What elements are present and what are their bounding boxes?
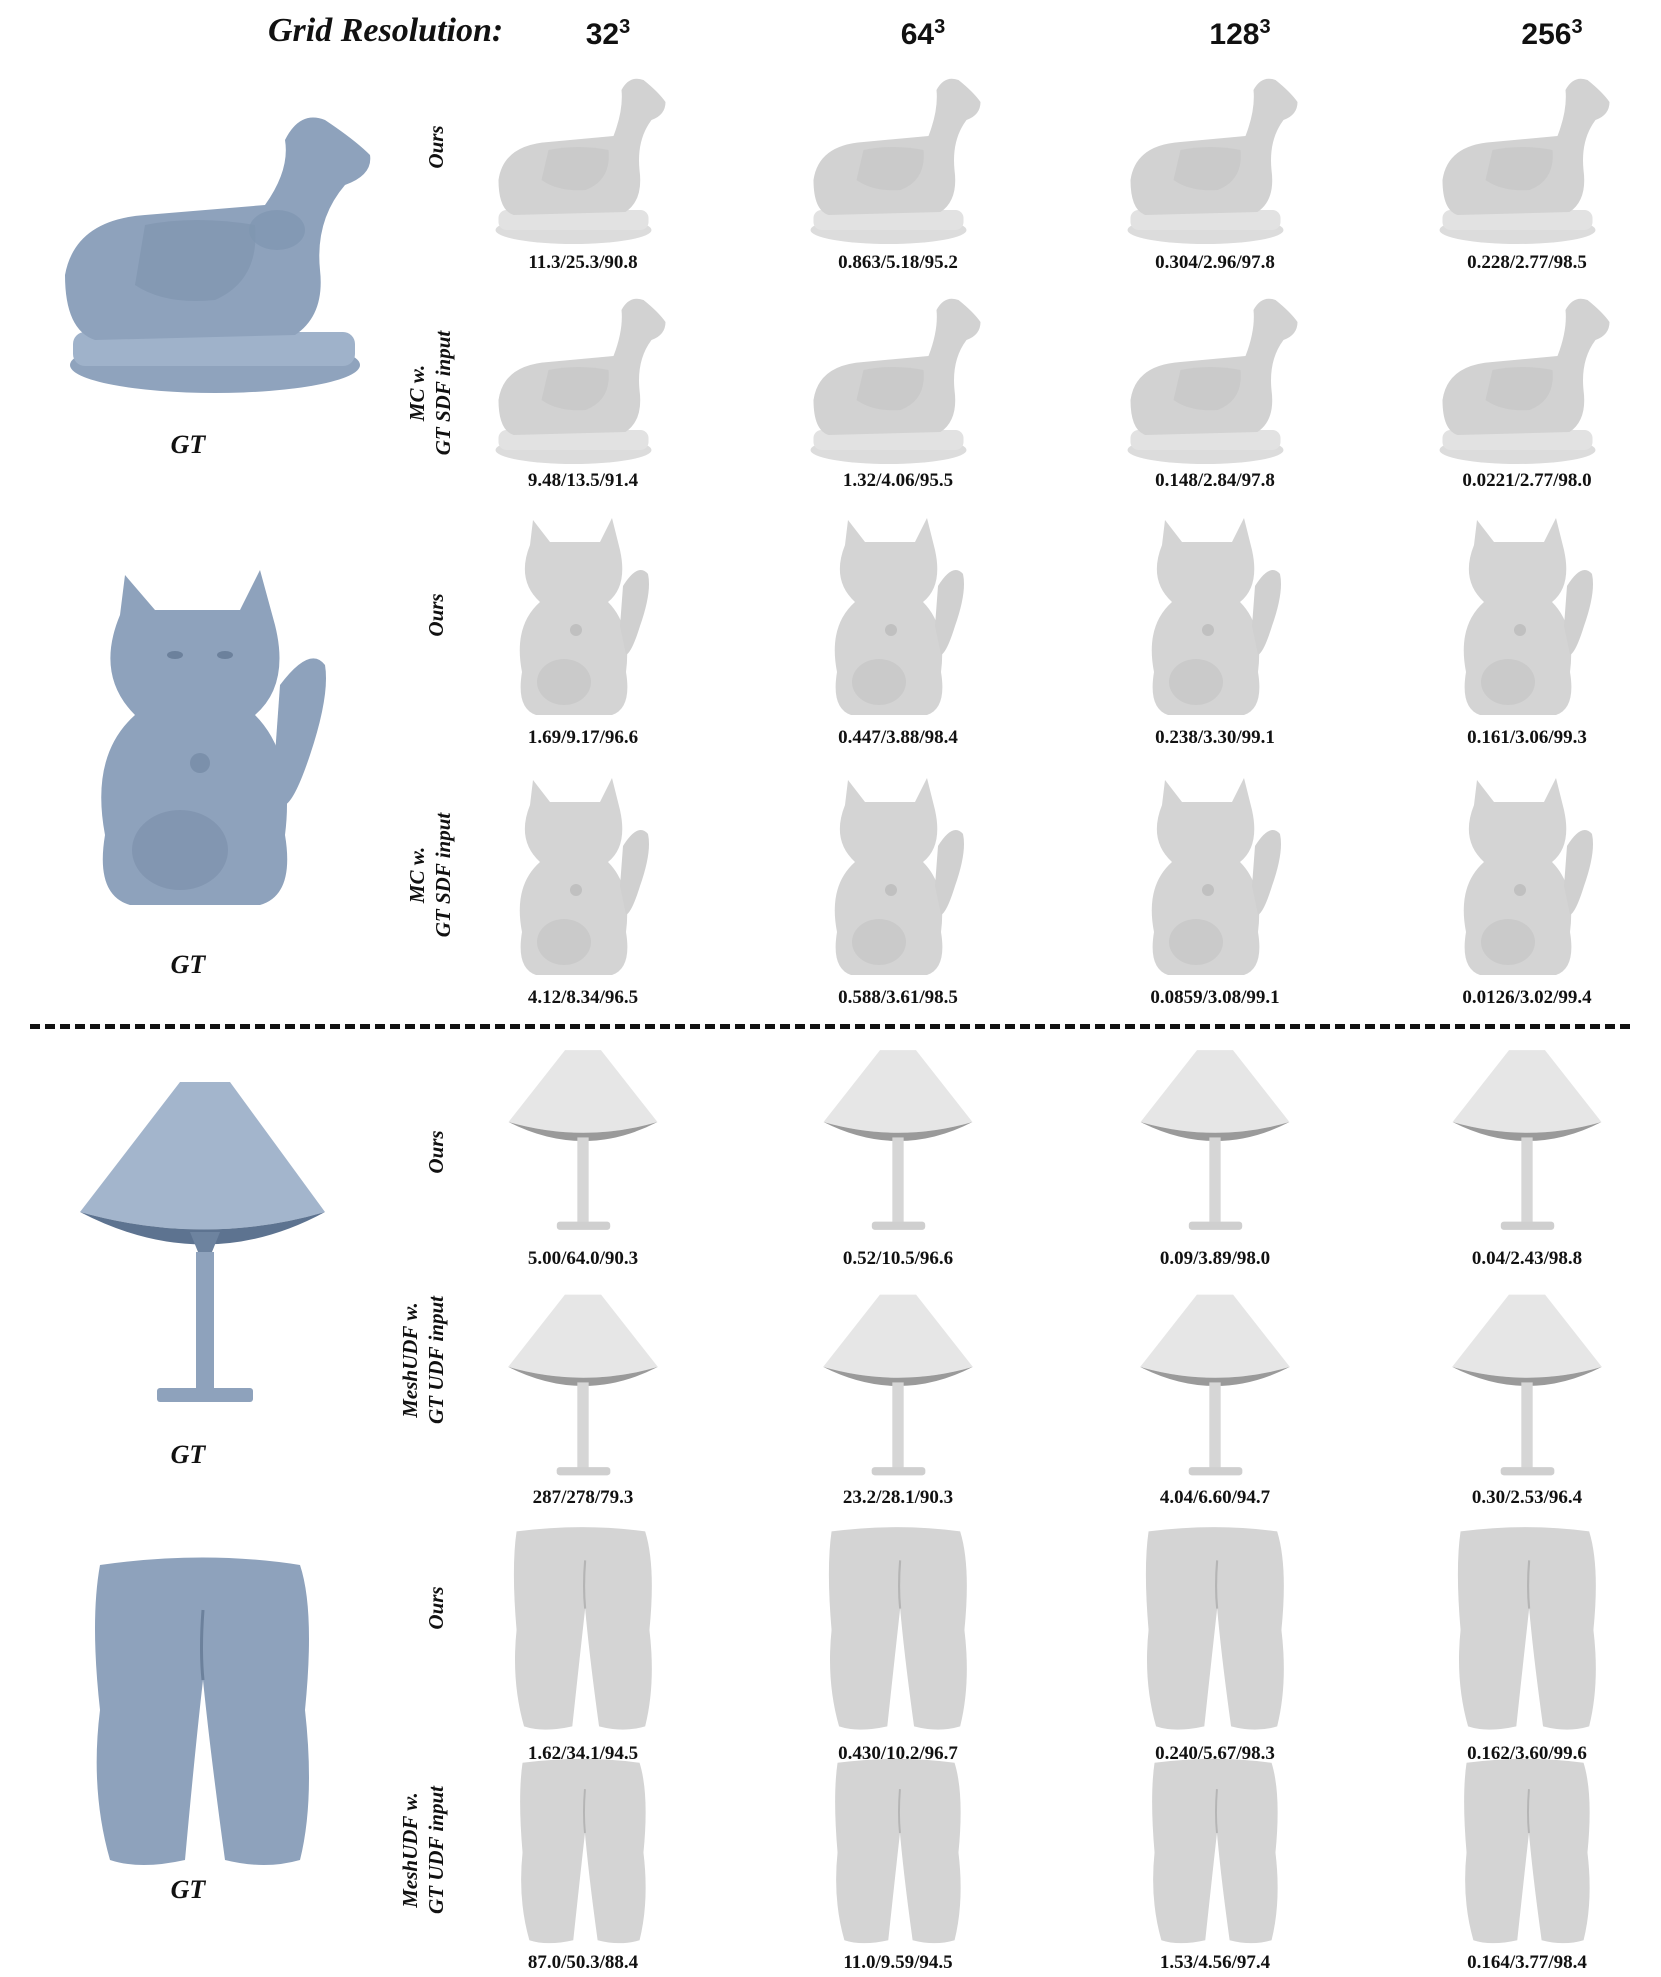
recon-bull-row1-col4 <box>1439 78 1609 244</box>
metric-row1-col3: 0.304/2.96/97.8 <box>1155 252 1275 273</box>
metric-row3-col1: 1.69/9.17/96.6 <box>527 727 639 748</box>
method-label-meshudf-pants: MeshUDF w.GT UDF input <box>398 1786 448 1914</box>
metric-row6-col1: 287/278/79.3 <box>532 1487 634 1508</box>
resolution-64: 643 <box>900 16 946 51</box>
metric-row2-col4: 0.0221/2.77/98.0 <box>1462 470 1592 491</box>
method-label-meshudf-lamp: MeshUDF w.GT UDF input <box>398 1296 448 1424</box>
metric-row1-col4: 0.228/2.77/98.5 <box>1467 252 1587 273</box>
gt-label-bull: GT <box>170 430 206 459</box>
metric-row5-col2: 0.52/10.5/96.6 <box>842 1248 954 1269</box>
method-label-ours-pants: Ours <box>424 1586 448 1630</box>
metric-row8-col1: 87.0/50.3/88.4 <box>527 1952 639 1973</box>
recon-lamp-row6-col2 <box>823 1294 973 1476</box>
metric-row6-col2: 23.2/28.1/90.3 <box>842 1487 954 1508</box>
metric-row4-col2: 0.588/3.61/98.5 <box>838 987 958 1008</box>
gt-pants-image <box>95 1557 309 1865</box>
recon-cat-row3-col3 <box>1151 518 1281 715</box>
gt-lamp-image <box>80 1082 325 1402</box>
recon-lamp-row6-col3 <box>1140 1294 1290 1476</box>
resolution-256: 2563 <box>1521 16 1583 51</box>
metric-row8-col2: 11.0/9.59/94.5 <box>843 1952 953 1973</box>
recon-cat-row4-col2 <box>834 778 964 975</box>
metric-row5-col4: 0.04/2.43/98.8 <box>1471 1248 1583 1269</box>
recon-pants-row7-col2 <box>828 1527 967 1730</box>
recon-cat-row3-col1 <box>519 518 649 715</box>
gt-label-cat: GT <box>170 950 206 979</box>
recon-bull-row2-col4 <box>1439 298 1609 464</box>
metric-row4-col4: 0.0126/3.02/99.4 <box>1462 987 1592 1008</box>
metric-row7-col4: 0.162/3.60/99.6 <box>1467 1743 1587 1764</box>
metric-row3-col4: 0.161/3.06/99.3 <box>1467 727 1587 748</box>
recon-pants-row8-col1 <box>520 1758 646 1944</box>
recon-pants-row8-col4 <box>1464 1758 1590 1944</box>
grid-resolution-title: Grid Resolution: <box>268 12 504 49</box>
metric-row1-col2: 0.863/5.18/95.2 <box>838 252 958 273</box>
method-label-mc-cat: MC w.GT SDF input <box>405 812 455 938</box>
recon-pants-row7-col4 <box>1457 1527 1596 1730</box>
metric-row3-col2: 0.447/3.88/98.4 <box>838 727 958 748</box>
recon-lamp-row5-col2 <box>823 1050 973 1230</box>
metric-row7-col3: 0.240/5.67/98.3 <box>1155 1743 1275 1764</box>
recon-cat-row3-col2 <box>834 518 964 715</box>
metric-row2-col1: 9.48/13.5/91.4 <box>527 470 639 491</box>
metric-row3-col3: 0.238/3.30/99.1 <box>1155 727 1275 748</box>
recon-cat-row3-col4 <box>1463 518 1593 715</box>
recon-lamp-row5-col3 <box>1140 1050 1290 1230</box>
method-label-ours-cat: Ours <box>424 593 448 637</box>
recon-bull-row2-col3 <box>1127 298 1297 464</box>
resolution-32: 323 <box>585 16 631 51</box>
recon-lamp-row6-col1 <box>508 1294 658 1476</box>
method-label-ours-lamp: Ours <box>424 1130 448 1174</box>
recon-cat-row4-col1 <box>519 778 649 975</box>
resolution-128: 1283 <box>1209 16 1271 51</box>
metric-row2-col2: 1.32/4.06/95.5 <box>842 470 954 491</box>
recon-bull-row2-col1 <box>495 298 665 464</box>
metric-row1-col1: 11.3/25.3/90.8 <box>528 252 638 273</box>
recon-bull-row1-col3 <box>1127 78 1297 244</box>
metric-row4-col3: 0.0859/3.08/99.1 <box>1150 987 1280 1008</box>
recon-pants-row8-col2 <box>835 1758 961 1944</box>
gt-bull-image <box>65 117 371 393</box>
recon-lamp-row5-col4 <box>1452 1050 1602 1230</box>
recon-cat-row4-col3 <box>1151 778 1281 975</box>
recon-lamp-row5-col1 <box>508 1050 658 1230</box>
metric-row7-col2: 0.430/10.2/96.7 <box>838 1743 958 1764</box>
metric-row8-col3: 1.53/4.56/97.4 <box>1159 1952 1271 1973</box>
recon-pants-row7-col3 <box>1145 1527 1284 1730</box>
recon-bull-row1-col2 <box>810 78 980 244</box>
recon-cat-row4-col4 <box>1463 778 1593 975</box>
metric-row5-col3: 0.09/3.89/98.0 <box>1159 1248 1271 1269</box>
metric-row5-col1: 5.00/64.0/90.3 <box>527 1248 639 1269</box>
method-label-ours-bull: Ours <box>424 125 448 169</box>
metric-row8-col4: 0.164/3.77/98.4 <box>1467 1952 1587 1973</box>
section-divider <box>30 1024 1630 1029</box>
recon-bull-row1-col1 <box>495 78 665 244</box>
gt-label-pants: GT <box>170 1875 206 1904</box>
recon-bull-row2-col2 <box>810 298 980 464</box>
recon-pants-row8-col3 <box>1152 1758 1278 1944</box>
metric-row6-col3: 4.04/6.60/94.7 <box>1159 1487 1271 1508</box>
method-label-mc-bull: MC w.GT SDF input <box>405 330 455 456</box>
metric-row6-col4: 0.30/2.53/96.4 <box>1471 1487 1583 1508</box>
metric-row7-col1: 1.62/34.1/94.5 <box>527 1743 639 1764</box>
gt-cat-image <box>101 570 326 905</box>
metric-row4-col1: 4.12/8.34/96.5 <box>527 987 639 1008</box>
metric-row2-col3: 0.148/2.84/97.8 <box>1155 470 1275 491</box>
recon-pants-row7-col1 <box>513 1527 652 1730</box>
recon-lamp-row6-col4 <box>1452 1294 1602 1476</box>
gt-label-lamp: GT <box>170 1440 206 1469</box>
